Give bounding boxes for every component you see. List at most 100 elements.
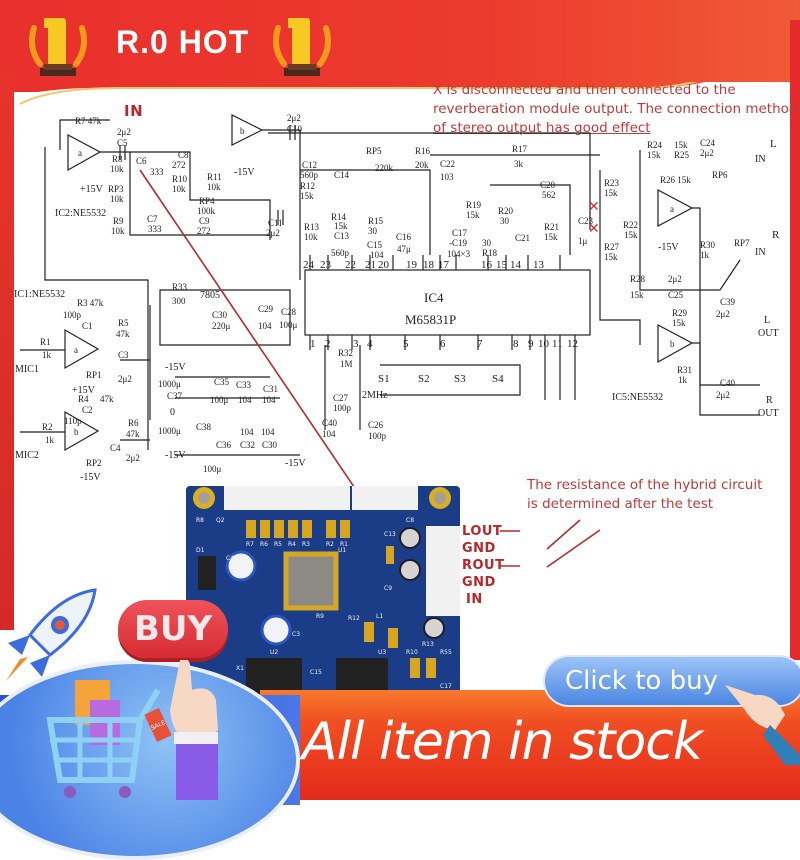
pcb-ref: C3: [292, 631, 300, 638]
component-label: 2μ2: [287, 113, 301, 123]
component-label: R5: [118, 318, 129, 328]
component-label: 104: [370, 250, 384, 260]
rail-label: +15V: [72, 385, 96, 396]
component-label: C16: [396, 232, 412, 242]
component-label: 10k: [172, 184, 186, 194]
pin-label-gnd: GND: [462, 541, 496, 556]
pcb-ref: R10: [406, 649, 418, 656]
component-label: 2μ2: [118, 374, 132, 384]
component-label: C8: [178, 150, 189, 160]
switch-label: S2: [418, 373, 430, 385]
component-label: 220μ: [212, 321, 231, 331]
component-label: C6: [136, 156, 147, 166]
component-label: C14: [334, 170, 350, 180]
pin-label: 24: [303, 259, 315, 271]
shopping-cart-icon: [46, 680, 161, 798]
component-label: C31: [263, 384, 278, 394]
component-label: 104: [240, 427, 254, 437]
component-label: 100μ: [210, 395, 229, 405]
port-label: MIC2: [15, 450, 39, 461]
component-label: 220k: [375, 163, 394, 173]
component-label: 30: [500, 216, 510, 226]
buy-button[interactable]: BUY: [118, 600, 228, 658]
rail-label: -15V: [165, 450, 186, 461]
component-label: C40: [322, 418, 338, 428]
pin-label: 2: [325, 338, 331, 350]
pin-label: 4: [367, 338, 373, 350]
pin-label-gnd: GND: [462, 575, 496, 590]
component-label: -C19: [449, 238, 468, 248]
port-label: R: [766, 395, 773, 406]
component-label: R22: [623, 220, 638, 230]
component-label: 100p: [368, 431, 387, 441]
pcb-ref: C4: [226, 555, 234, 562]
pcb-ref: R9: [316, 613, 324, 620]
pcb-ref: R1: [340, 541, 348, 548]
component-label: RP2: [86, 458, 102, 468]
stock-banner: [260, 690, 800, 800]
rail-label: -15V: [234, 167, 255, 178]
component-label: C27: [333, 393, 349, 403]
pin-label: 17: [438, 259, 450, 271]
pin-label: 19: [406, 259, 418, 271]
component-label: 100p: [63, 310, 82, 320]
pin-label: 12: [567, 338, 578, 350]
rail-label: 0: [170, 407, 175, 418]
component-label: 1k: [678, 375, 688, 385]
pcb-ref: R13: [422, 641, 434, 648]
ic4-bottom-pins: 1 2 3 4 5 6 7 8 9 10 11 12: [310, 338, 578, 350]
component-label: 560p: [300, 170, 319, 180]
pcb-ref: C15: [310, 669, 322, 676]
pointing-hand-icon: [725, 685, 800, 765]
component-label: 1M: [340, 359, 353, 369]
component-label: C7: [147, 214, 158, 224]
component-label: 333: [150, 167, 164, 177]
component-label: 10k: [110, 194, 124, 204]
component-label: 2μ2: [716, 309, 730, 319]
component-label: 1μ: [578, 236, 588, 246]
in-annotation: IN: [124, 102, 144, 120]
rail-label: -15V: [165, 362, 186, 373]
hot-header-banner: [0, 0, 800, 92]
component-label: C30: [212, 310, 228, 320]
svg-text:✕: ✕: [588, 199, 600, 215]
component-label: 100μ: [203, 464, 222, 474]
component-label: 15k: [624, 230, 638, 240]
pin-label: 11: [552, 338, 563, 350]
component-label: 560p: [331, 248, 350, 258]
component-label: R25: [674, 150, 690, 160]
amp-label: a: [670, 204, 674, 214]
component-label: 15k: [672, 318, 686, 328]
component-label: R30: [700, 240, 716, 250]
component-label: 104: [322, 429, 336, 439]
component-label: 333: [148, 224, 162, 234]
pointing-hand-icon: [170, 660, 218, 800]
left-red-border: [0, 70, 14, 630]
component-label: R18: [482, 248, 498, 258]
pin-label: 14: [510, 259, 522, 271]
note-line: is determined after the test: [527, 496, 714, 512]
pin-label: 18: [423, 259, 435, 271]
component-label: R23: [604, 178, 620, 188]
header-title: R.0 HOT: [116, 24, 250, 60]
component-label: 300: [172, 296, 186, 306]
component-label: 15k: [334, 221, 348, 231]
pcb-ref: L1: [376, 613, 383, 620]
pin-label: 13: [533, 259, 545, 271]
component-label: 20k: [415, 160, 429, 170]
pcb-ref: R2: [326, 541, 334, 548]
component-label: 2μ2: [266, 228, 280, 238]
component-label: 272: [197, 226, 211, 236]
pcb-ref: Q2: [216, 517, 225, 524]
pin-label-lout: LOUT: [462, 524, 503, 539]
component-label: 272: [172, 160, 186, 170]
pcb-ref: R6: [260, 541, 268, 548]
switch-labels: S1 S2 S3 S4: [378, 373, 504, 385]
component-labels: R7 47k 2μ2 C5 R8 10k C6 333 RP3 10k R9 1…: [40, 113, 750, 474]
component-label: RP3: [108, 184, 124, 194]
pcb-board: C4 C3 D1 U1 U2 U3 R12 L1 R9 C8 C13 C9 R1…: [186, 486, 460, 696]
component-label: C13: [334, 231, 350, 241]
rail-label: -15V: [285, 458, 306, 469]
component-label: 1k: [45, 435, 55, 445]
component-label: R14: [331, 212, 347, 222]
